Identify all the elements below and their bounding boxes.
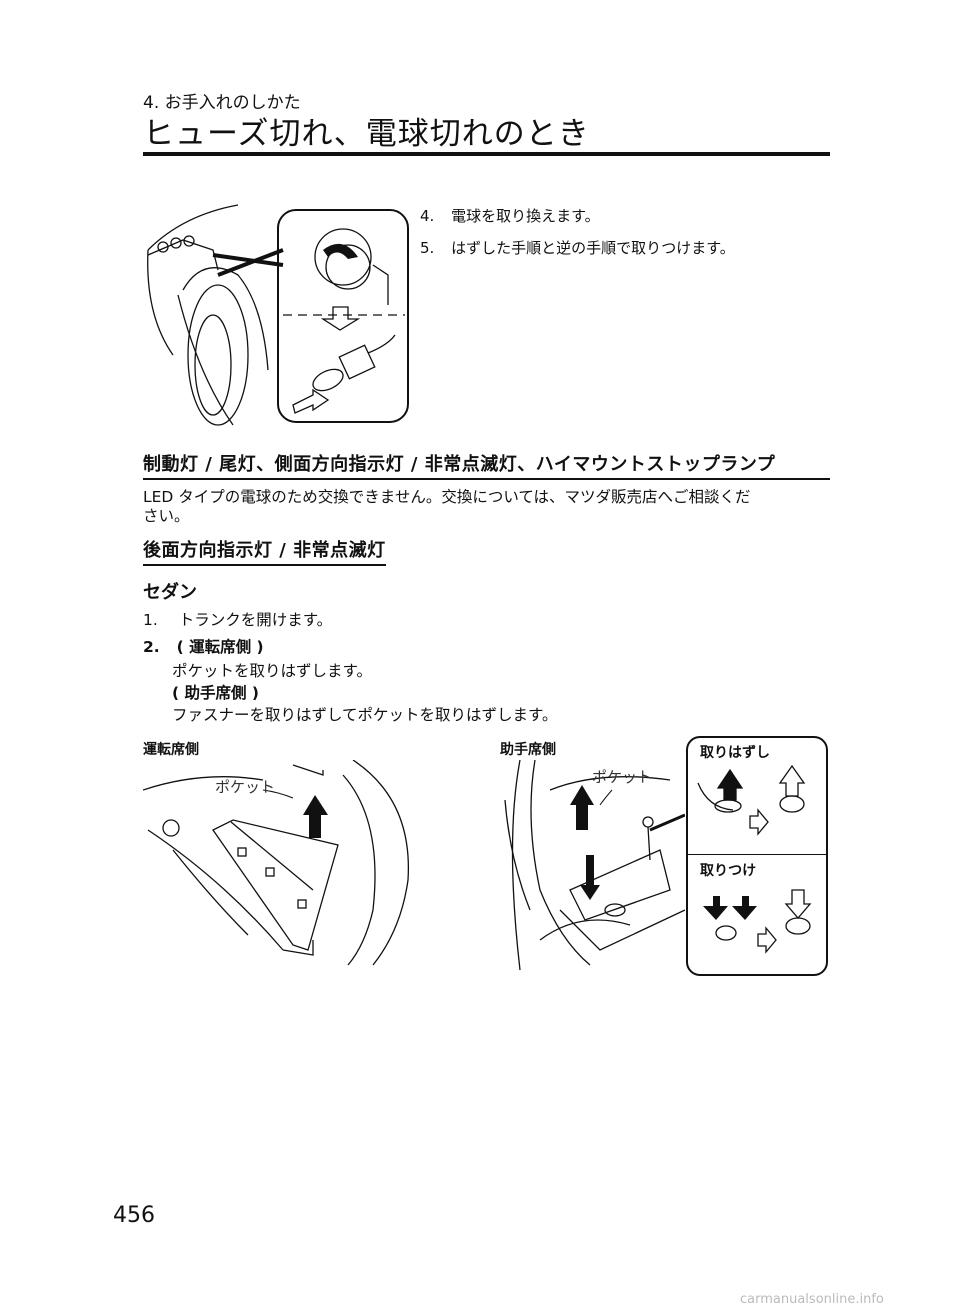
bulb-step-4: 4. 電球を取り換えます。 [420, 205, 600, 226]
rear-step-2-text-a: ポケットを取りはずします。 [172, 662, 372, 680]
step-number: 1. [143, 611, 158, 629]
section-heading-rear: 後面方向指示灯 / 非常点滅灯 [143, 536, 386, 566]
rear-step-2-text-b: ファスナーを取りはずしてポケットを取りはずします。 [172, 706, 558, 724]
rear-step-2: 2. ( 運転席側 ) [143, 636, 264, 658]
page-title: ヒューズ切れ、電球切れのとき [143, 116, 590, 152]
step-text: 電球を取り換えます。 [451, 207, 600, 225]
step-label-passenger: ( 助手席側 ) [172, 684, 259, 702]
step-number: 5. [420, 239, 435, 257]
led-body-line-1: LED タイプの電球のため交換できません。交換については、マツダ販売店へご相談く… [143, 488, 751, 506]
chapter-label: 4. お手入れのしかた [143, 93, 301, 113]
watermark-text: carmanualsonline.info [740, 1292, 884, 1307]
driver-side-trunk-illustration: ポケット [143, 760, 410, 966]
subheading-sedan: セダン [143, 582, 197, 603]
fastener-diagram [697, 764, 812, 954]
fastener-inset-box: 取りはずし 取りつけ [686, 736, 828, 976]
passenger-side-trunk-illustration: ポケット [504, 760, 685, 970]
rear-step-1: 1. トランクを開けます。 [143, 609, 332, 631]
page-number: 456 [113, 1203, 155, 1228]
step-text: はずした手順と逆の手順で取りつけます。 [451, 239, 735, 257]
step-text: トランクを開けます。 [178, 611, 333, 629]
install-label: 取りつけ [700, 863, 757, 879]
inset-divider [688, 854, 826, 855]
pocket-label: ポケット [592, 768, 652, 786]
led-body-line-2: さい。 [143, 507, 190, 525]
passenger-side-caption: 助手席側 [500, 742, 556, 758]
driver-side-caption: 運転席側 [143, 742, 199, 758]
pocket-label: ポケット [215, 778, 275, 796]
section-heading-led: 制動灯 / 尾灯、側面方向指示灯 / 非常点滅灯、ハイマウントストップランプ [143, 450, 830, 480]
title-rule [143, 152, 830, 156]
step-number: 4. [420, 207, 435, 225]
headlight-bulb-illustration [147, 204, 409, 426]
bulb-step-5: 5. はずした手順と逆の手順で取りつけます。 [420, 237, 735, 258]
step-number: 2. [143, 638, 160, 656]
remove-label: 取りはずし [700, 745, 770, 761]
step-label-driver: ( 運転席側 ) [176, 638, 264, 656]
